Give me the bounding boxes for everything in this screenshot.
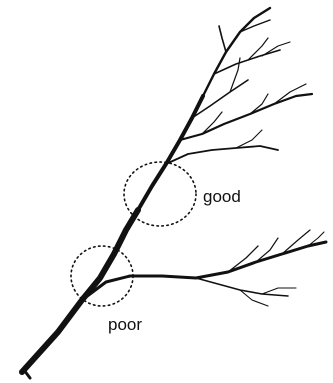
poor-branch-lower-twig-2 xyxy=(262,288,296,294)
good-branch-twig-2 xyxy=(274,84,306,104)
good-branch-lower xyxy=(166,146,278,164)
good-label: good xyxy=(203,187,241,206)
trunk-base-stub xyxy=(24,370,30,378)
upper-twig-1 xyxy=(219,26,226,52)
trunk-lower xyxy=(22,210,138,372)
upper-twig-3b xyxy=(262,42,290,56)
poor-branch-lower xyxy=(196,278,288,296)
trunk-upper xyxy=(203,8,270,96)
good-branch-twig-3 xyxy=(202,112,222,134)
tree-branch xyxy=(22,8,326,378)
poor-label: poor xyxy=(108,315,142,334)
